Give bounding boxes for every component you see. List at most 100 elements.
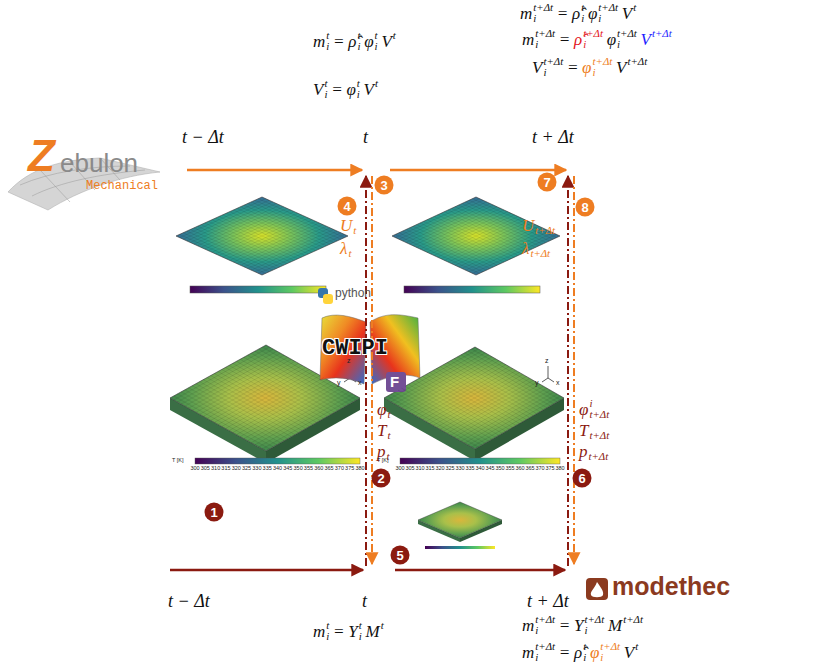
subscript: i <box>593 67 613 78</box>
mesh-line <box>240 359 335 412</box>
math-symbol: Mt <box>366 620 384 642</box>
superscript: t+Δt <box>598 2 618 13</box>
script-stack: ti <box>583 641 586 663</box>
mesh-line <box>230 221 316 260</box>
plate-mesh <box>174 199 561 449</box>
script-stack: t <box>393 30 396 52</box>
colorbar-tick: 360 <box>514 466 526 472</box>
script-stack: ti <box>357 30 360 52</box>
math-label: Tt <box>377 419 394 441</box>
callout-circle <box>205 503 224 522</box>
math-label: Ut <box>340 214 360 236</box>
mesh-line <box>461 355 550 406</box>
subscript: i <box>581 13 584 24</box>
modethec-timeline <box>395 569 565 572</box>
colorbar-tick: 320 <box>230 466 242 472</box>
exchange-line <box>371 176 373 564</box>
script-stack: t+Δti <box>584 614 604 636</box>
mesh-line <box>466 231 550 270</box>
math-label: mt+Δti=Yt+ΔtiMt+Δt <box>522 614 647 636</box>
subscript: t+Δt <box>535 225 555 236</box>
script-stack: t+Δt <box>530 237 550 259</box>
mesh-line <box>233 363 328 416</box>
subscript: i <box>533 13 553 24</box>
script-stack: t+Δt <box>623 614 643 636</box>
script-stack: t <box>387 398 390 420</box>
colorbar-tick: 305 <box>199 466 211 472</box>
math-label: Vt+Δti=φt+ΔtiVt+Δt <box>532 56 651 78</box>
axis-label: x <box>556 379 560 386</box>
subscript: t+Δt <box>530 248 550 259</box>
axis-label: y <box>337 379 341 386</box>
axis-label: z <box>545 357 549 364</box>
subscript: i <box>598 13 618 24</box>
colorbar-tick: 340 <box>272 466 284 472</box>
mesh-line <box>451 384 541 435</box>
symbol-base: = <box>333 623 344 640</box>
mesh-line <box>447 363 537 414</box>
axis-label: x <box>358 379 362 386</box>
mesh-line <box>462 204 546 243</box>
mesh-line <box>459 205 543 244</box>
mesh-line <box>244 205 330 244</box>
script-stack: t+Δt <box>589 419 609 441</box>
math-label: mti=YtiMt <box>313 620 387 642</box>
script-stack: t+Δti <box>535 641 555 663</box>
script-stack: t+Δti <box>598 2 618 24</box>
superscript: t+Δt <box>617 28 637 39</box>
math-symbol: mt+Δti <box>522 614 555 636</box>
math-symbol: mti <box>313 30 329 52</box>
colorbar-tick: 310 <box>414 466 426 472</box>
symbol-base: m <box>313 33 325 50</box>
mesh-line <box>225 376 320 429</box>
colorbar-tick: 325 <box>444 466 456 472</box>
subscript: i <box>535 39 555 50</box>
math-symbol: Yti <box>348 620 362 642</box>
superscript: t+Δt <box>627 56 647 67</box>
mesh-line <box>468 351 557 402</box>
time-label: t + Δt <box>532 128 574 146</box>
mesh-line <box>468 394 557 445</box>
colorbar-tick: 310 <box>210 466 222 472</box>
mesh-line <box>233 223 319 262</box>
math-symbol: Tt+Δt <box>579 419 609 441</box>
script-stack: t+Δt <box>627 56 647 78</box>
mesh-line <box>233 210 319 249</box>
symbol-base: φ <box>364 33 373 50</box>
time-label: t <box>363 128 368 146</box>
symbol-base: ρ̂ <box>348 33 356 50</box>
math-symbol: = <box>333 33 344 50</box>
mesh-line <box>472 349 561 400</box>
math-symbol: φit+Δt <box>579 398 609 420</box>
mesh-line <box>244 228 330 267</box>
symbol-base: φ <box>582 59 591 76</box>
symbol-base: m <box>520 5 532 22</box>
colorbar-tick: 365 <box>524 466 536 472</box>
colorbar <box>425 546 495 549</box>
subscript: t+Δt <box>589 451 609 462</box>
superscript: t <box>583 641 586 652</box>
math-symbol: mt+Δti <box>520 2 553 24</box>
symbol-base: φ <box>588 5 597 22</box>
superscript: t+Δt <box>584 614 604 625</box>
script-stack: t <box>635 641 638 663</box>
script-stack: t <box>387 419 390 441</box>
mesh-line <box>248 355 342 408</box>
symbol-base: V <box>622 5 632 22</box>
math-symbol: mt+Δti <box>522 641 555 663</box>
subscript: i <box>375 41 378 52</box>
colorbar-tick: 370 <box>333 466 345 472</box>
math-symbol: φt+Δti <box>590 641 620 663</box>
subscript: i <box>583 652 586 663</box>
callout-number: 7 <box>537 172 557 192</box>
mesh-line <box>454 359 543 410</box>
callout-circle <box>573 469 592 488</box>
callout-number: 3 <box>374 175 394 195</box>
symbol-base: φ <box>579 401 588 418</box>
thermal-plate <box>418 502 502 538</box>
math-symbol: Vt+Δt <box>616 56 647 78</box>
symbol-base: T <box>579 422 588 439</box>
colorbar-tick: 300 <box>394 466 406 472</box>
mesh-line <box>259 394 353 447</box>
mesh-line <box>237 225 323 264</box>
